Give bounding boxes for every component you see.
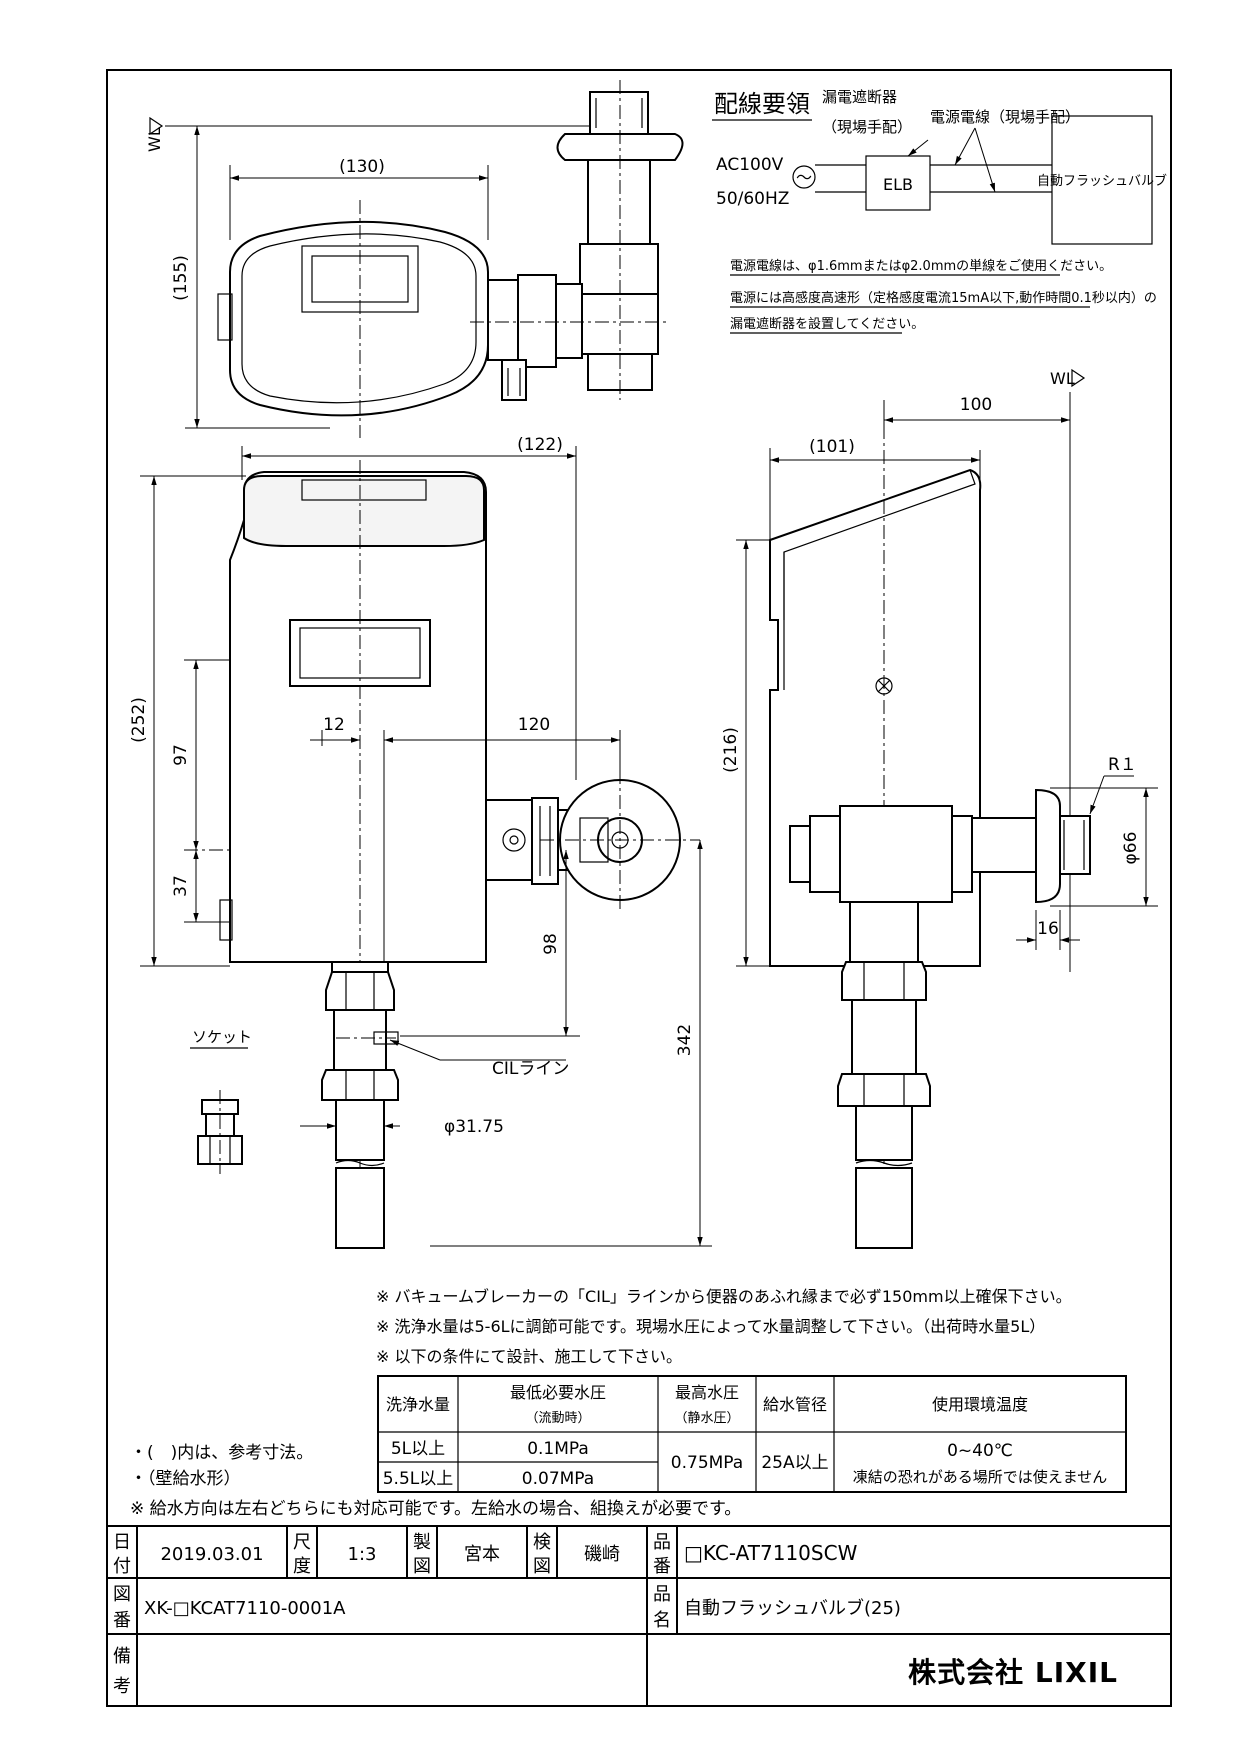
cell-volume-1: 5L以上 xyxy=(391,1439,445,1459)
name-value: 自動フラッシュバルブ(25) xyxy=(684,1597,901,1619)
name-label-1: 品 xyxy=(653,1584,671,1605)
side-view: WL 100 (101) (216) R１ xyxy=(721,368,1158,1249)
cell-min-pressure-1: 0.1MPa xyxy=(527,1439,589,1459)
note-conditions: ※ 以下の条件にて設計、施工して下さい。 xyxy=(376,1347,682,1366)
th-max-pressure: 最高水圧 xyxy=(675,1383,739,1402)
note-cil: ※ バキュームブレーカーの「CIL」ラインから便器のあふれ縁まで必ず150mm以… xyxy=(376,1287,1072,1306)
date-value: 2019.03.01 xyxy=(160,1544,263,1565)
cell-volume-2: 5.5L以上 xyxy=(383,1469,454,1489)
elb-box xyxy=(865,155,931,211)
valve-box-label: 自動フラッシュバルブ xyxy=(1037,173,1167,189)
dim-101: (101) xyxy=(809,437,855,457)
th-min-pressure: 最低必要水圧 xyxy=(510,1383,606,1402)
remarks-label-1: 備 xyxy=(113,1646,131,1667)
th-temp: 使用環境温度 xyxy=(932,1395,1028,1414)
th-volume: 洗浄水量 xyxy=(386,1395,450,1414)
wiring-title: 配線要領 xyxy=(714,90,810,118)
ac-wave-icon: ～ xyxy=(796,168,812,187)
dim-16: 16 xyxy=(1037,919,1059,939)
date-label-1: 日 xyxy=(113,1532,131,1553)
checked-label-1: 検 xyxy=(533,1532,551,1553)
remarks-label-2: 考 xyxy=(113,1676,131,1697)
cell-temp-note: 凍結の恐れがある場所では使えません xyxy=(853,1468,1108,1486)
spec-table: 洗浄水量 最低必要水圧 （流動時） 最高水圧 （静水圧） 給水管径 使用環境温度… xyxy=(377,1375,1127,1493)
notes: ※ バキュームブレーカーの「CIL」ラインから便器のあふれ縁まで必ず150mm以… xyxy=(130,1287,1072,1519)
cell-min-pressure-2: 0.07MPa xyxy=(522,1469,594,1489)
top-view: WL (155) (130) xyxy=(145,80,684,438)
ac-source-symbol xyxy=(792,165,816,189)
th-min-pressure-sub: （流動時） xyxy=(525,1411,590,1426)
drawing-no-label-2: 番 xyxy=(113,1610,131,1631)
cell-pipe: 25A以上 xyxy=(761,1453,828,1473)
cable-label: 電源電線（現場手配） xyxy=(930,108,1080,126)
dim-phi-66: φ66 xyxy=(1121,832,1141,865)
front-housing xyxy=(229,471,487,963)
dim-98: 98 xyxy=(541,933,561,955)
scale-label-1: 尺 xyxy=(293,1532,311,1553)
valve-box xyxy=(1051,115,1153,245)
drawn-value: 宮本 xyxy=(464,1544,500,1565)
wiring-diagram: 配線要領 漏電遮断器 （現場手配） 電源電線（現場手配） AC100V 50/6… xyxy=(712,88,1167,334)
drawn-label-2: 図 xyxy=(413,1556,431,1577)
part-no-value: □KC-AT7110SCW xyxy=(684,1541,858,1565)
checked-label-2: 図 xyxy=(533,1556,551,1577)
dim-155: (155) xyxy=(171,255,191,301)
socket-label: ソケット xyxy=(192,1028,252,1046)
drawn-label-1: 製 xyxy=(413,1532,431,1553)
ac-voltage: AC100V xyxy=(716,155,784,175)
breaker-sub-label: （現場手配） xyxy=(822,118,912,136)
wiring-note-1: 電源電線は、φ1.6mmまたはφ2.0mmの単線をご使用ください。 xyxy=(730,258,1112,274)
date-label-2: 付 xyxy=(113,1556,131,1577)
dim-37: 37 xyxy=(171,875,191,897)
dim-216: (216) xyxy=(721,727,741,773)
dim-122: (122) xyxy=(517,435,563,455)
note-wall-type: ・（壁給水形） xyxy=(130,1469,241,1489)
cell-temp: 0~40℃ xyxy=(947,1441,1013,1461)
dim-130: (130) xyxy=(339,157,385,177)
checked-value: 磯崎 xyxy=(584,1544,620,1565)
breaker-label: 漏電遮断器 xyxy=(822,88,897,106)
wiring-note-3: 漏電遮断器を設置してください。 xyxy=(730,316,924,332)
dim-252: (252) xyxy=(129,697,149,743)
th-pipe: 給水管径 xyxy=(763,1395,827,1414)
note-supply-direction: ※ 給水方向は左右どちらにも対応可能です。左給水の場合、組換えが必要です。 xyxy=(130,1499,741,1519)
drawing-no-value: XK-□KCAT7110-0001A xyxy=(144,1598,346,1619)
elb-label: ELB xyxy=(883,175,913,194)
drawing-no-label-1: 図 xyxy=(113,1584,131,1605)
dim-12: 12 xyxy=(323,715,345,735)
top-housing xyxy=(229,220,489,417)
dim-342: 342 xyxy=(675,1024,695,1056)
note-ref-dims: ・( )内は、参考寸法。 xyxy=(130,1443,313,1463)
part-no-label-1: 品 xyxy=(653,1532,671,1553)
name-label-2: 名 xyxy=(653,1610,671,1631)
front-view: (122) (252) 97 37 12 120 xyxy=(129,435,712,1249)
dim-100: 100 xyxy=(960,395,992,415)
ac-freq: 50/60HZ xyxy=(716,189,789,209)
note-volume: ※ 洗浄水量は5-6Lに調節可能です。現場水圧によって水量調整して下さい。（出荷… xyxy=(376,1317,1045,1336)
drawing-frame xyxy=(106,69,1172,1707)
scale-value: 1:3 xyxy=(348,1544,377,1565)
dim-120: 120 xyxy=(518,715,550,735)
company-logo: 株式会社 LIXIL xyxy=(908,1656,1118,1689)
dim-r1: R１ xyxy=(1108,755,1137,775)
cil-label: CILライン xyxy=(492,1059,569,1079)
wl-label-side: WL xyxy=(1050,369,1075,388)
part-no-label-2: 番 xyxy=(653,1556,671,1577)
cell-max-pressure: 0.75MPa xyxy=(671,1453,743,1473)
wl-marker-top xyxy=(149,116,164,136)
dim-phi-3175: φ31.75 xyxy=(444,1117,504,1137)
th-max-pressure-sub: （静水圧） xyxy=(674,1411,739,1426)
dim-97: 97 xyxy=(171,744,191,766)
scale-label-2: 度 xyxy=(293,1556,311,1577)
wiring-note-2: 電源には高感度高速形（定格感度電流15mA以下,動作時間0.1秒以内）の xyxy=(730,290,1157,306)
title-block: 日 付 2019.03.01 尺 度 1:3 製 図 宮本 検 図 磯崎 品 番… xyxy=(107,1525,1171,1706)
